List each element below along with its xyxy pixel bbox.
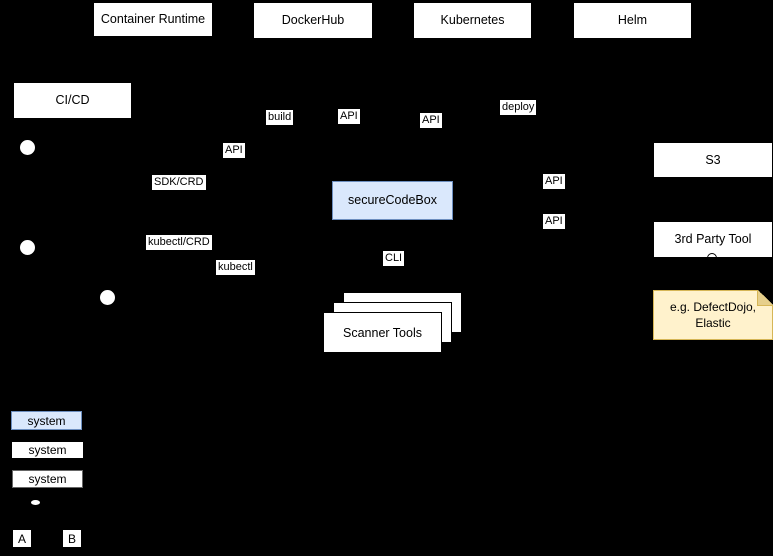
node-securecodebox: secureCodeBox bbox=[332, 181, 453, 220]
edge-label-api-s3: API bbox=[543, 174, 565, 190]
stack-card-front: Scanner Tools bbox=[323, 312, 442, 353]
edge-label-build: build bbox=[266, 110, 294, 126]
node-scanner-tools-stack: Scanner Tools bbox=[323, 292, 463, 354]
node-s3: S3 bbox=[653, 142, 773, 178]
node-helm: Helm bbox=[573, 2, 692, 39]
interface-circle-icon bbox=[707, 253, 717, 263]
legend-marker-b: B bbox=[63, 530, 81, 547]
edge-label-api-third-party: API bbox=[543, 214, 565, 230]
node-cicd: CI/CD bbox=[13, 82, 132, 119]
legend-marker-a: A bbox=[13, 530, 31, 547]
edge-label-api-dockerhub: API bbox=[338, 109, 360, 125]
node-kubernetes: Kubernetes bbox=[413, 2, 532, 39]
node-third-party-tool: 3rd Party Tool bbox=[653, 221, 773, 258]
legend-system-plain: system bbox=[12, 442, 83, 458]
legend-ellipse-icon bbox=[31, 500, 40, 505]
edge-label-cli: CLI bbox=[383, 251, 405, 267]
edge-label-kubectl-crd: kubectl/CRD bbox=[146, 235, 212, 251]
connector-dot bbox=[20, 140, 35, 155]
edge-label-kubectl: kubectl bbox=[216, 260, 255, 276]
node-container-runtime: Container Runtime bbox=[93, 2, 213, 37]
note-line-1: e.g. DefectDojo, bbox=[669, 299, 757, 314]
edge-label-api-kubernetes: API bbox=[420, 113, 442, 129]
edge-label-api-container-runtime: API bbox=[223, 143, 245, 159]
edge-label-deploy: deploy bbox=[500, 100, 537, 116]
note-fold-icon bbox=[757, 290, 773, 306]
node-dockerhub: DockerHub bbox=[253, 2, 373, 39]
legend-system-highlighted: system bbox=[11, 411, 82, 430]
connector-dot bbox=[100, 290, 115, 305]
legend-system-outlined: system bbox=[12, 470, 83, 488]
connector-dot bbox=[20, 240, 35, 255]
edge-label-sdk-crd: SDK/CRD bbox=[152, 175, 206, 191]
note-line-2: Elastic bbox=[695, 316, 731, 330]
note-defectdojo-elastic: e.g. DefectDojo, Elastic bbox=[653, 290, 773, 340]
